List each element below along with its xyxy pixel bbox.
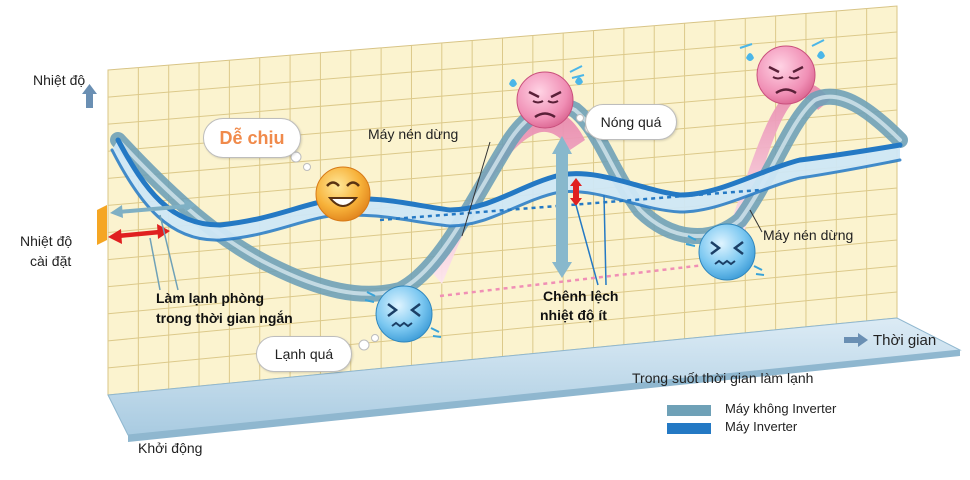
hot-face-icon-2 bbox=[739, 39, 825, 105]
setpoint-label-line2: cài đặt bbox=[30, 253, 72, 269]
legend-swatch-inverter bbox=[667, 423, 711, 434]
legend-label-non-inverter: Máy không Inverter bbox=[725, 401, 837, 416]
small-diff-label-line1: Chênh lệch bbox=[543, 288, 619, 304]
too-cold-text: Lạnh quá bbox=[274, 346, 334, 362]
pointer-line-4 bbox=[603, 194, 607, 286]
bubble-tail-comfortable bbox=[290, 151, 311, 171]
hot-face-icon-1 bbox=[509, 65, 585, 129]
quick-cooling-label-line1: Làm lạnh phòng bbox=[156, 290, 265, 306]
floor-edge bbox=[128, 350, 960, 442]
dashed-line-lower bbox=[439, 260, 731, 298]
inverter-ribbon bbox=[112, 140, 900, 241]
setpoint-label-line1: Nhiệt độ bbox=[20, 233, 73, 249]
grid-line-horizontal bbox=[107, 265, 898, 342]
x-axis-label: Thời gian bbox=[873, 332, 937, 349]
happy-face-icon bbox=[315, 166, 371, 222]
too-hot-bubble: Nóng quá bbox=[585, 104, 677, 140]
legend-swatch-non-inverter bbox=[667, 405, 711, 416]
large-teal-arrow-icon bbox=[552, 136, 572, 278]
grid-line-horizontal bbox=[107, 213, 898, 288]
cold-face-icon-1 bbox=[364, 285, 442, 343]
grid-line-horizontal bbox=[107, 291, 898, 369]
inverter-curve bbox=[115, 137, 903, 228]
y-axis-arrow-icon bbox=[82, 84, 97, 108]
small-red-arrow-icon bbox=[570, 178, 582, 206]
compressor-stop-label-1: Máy nén dừng bbox=[368, 126, 459, 142]
comfortable-bubble: Dễ chịu bbox=[203, 118, 301, 158]
compressor-stop-label-2: Máy nén dừng bbox=[763, 227, 854, 243]
pointer-line-2 bbox=[159, 214, 179, 291]
legend-label-inverter: Máy Inverter bbox=[725, 419, 798, 434]
y-axis-label: Nhiệt độ bbox=[33, 72, 86, 88]
start-label: Khởi động bbox=[138, 440, 203, 456]
pointer-line-3 bbox=[575, 204, 599, 286]
comfortable-text: Dễ chịu bbox=[219, 127, 285, 148]
bubble-tail-cold bbox=[358, 334, 379, 351]
setpoint-flag-icon bbox=[97, 205, 107, 245]
inverter-curve-lower bbox=[110, 148, 902, 242]
too-hot-text: Nóng quá bbox=[600, 114, 662, 130]
too-cold-bubble: Lạnh quá bbox=[256, 336, 352, 372]
pointer-line-6 bbox=[749, 209, 763, 233]
quick-cooling-label-line2: trong thời gian ngắn bbox=[156, 310, 293, 326]
small-diff-label-line2: nhiệt độ ít bbox=[540, 307, 607, 323]
grid-line-horizontal bbox=[107, 31, 898, 98]
pointer-line-1 bbox=[149, 237, 161, 291]
teal-double-arrow-icon bbox=[110, 199, 196, 218]
grid-line-horizontal bbox=[107, 239, 898, 315]
pointer-line-5 bbox=[461, 141, 491, 237]
x-axis-arrow-icon bbox=[844, 333, 868, 347]
cold-face-icon-2 bbox=[685, 223, 765, 281]
period-label: Trong suốt thời gian làm lạnh bbox=[632, 370, 814, 386]
